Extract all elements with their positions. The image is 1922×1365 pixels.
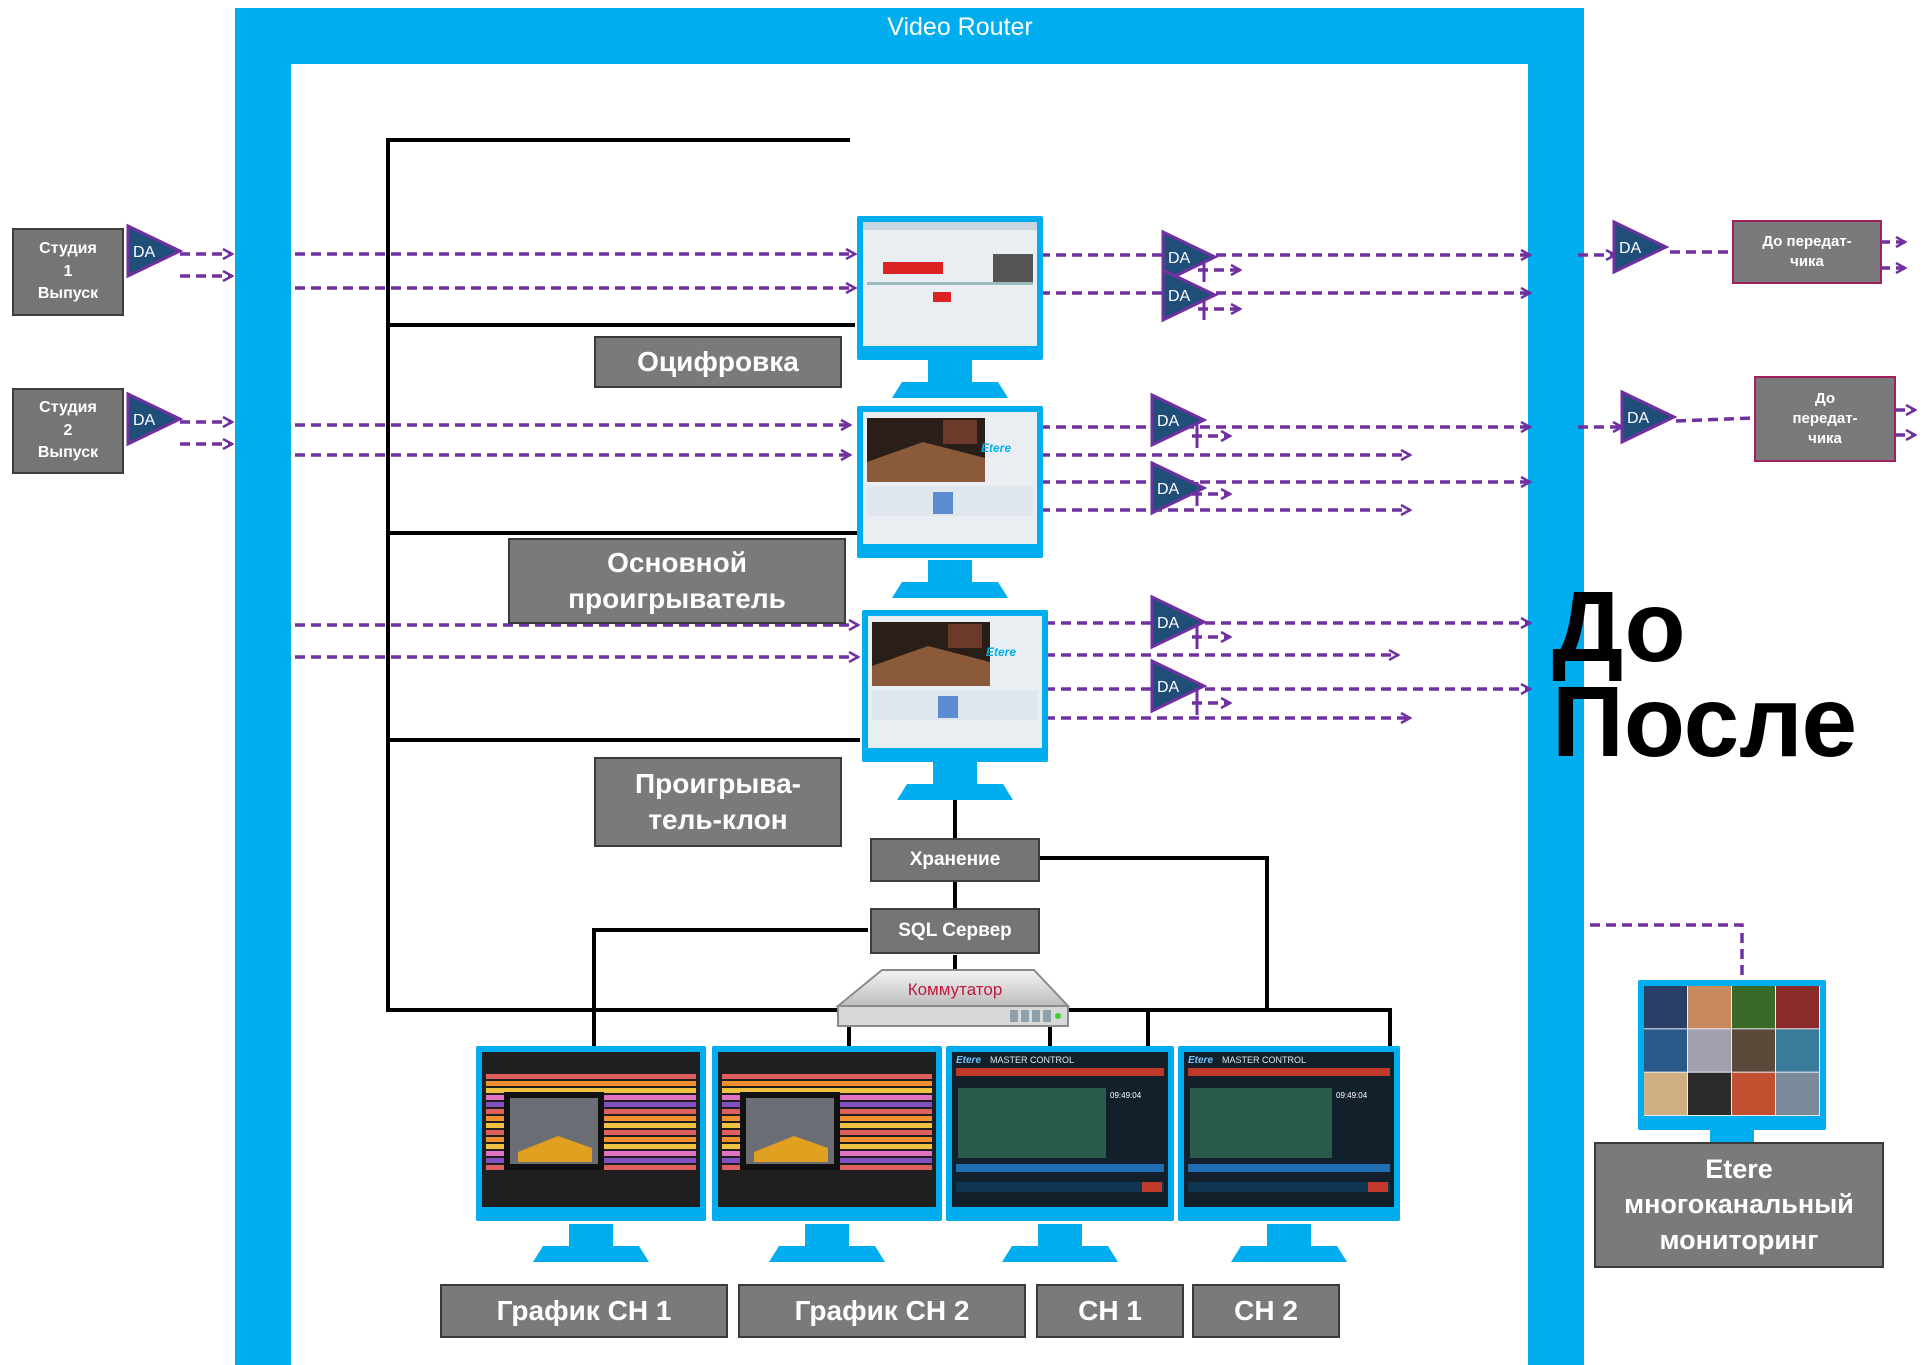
clock-text: 09:49:04: [1336, 1091, 1368, 1100]
da-label: DA: [1168, 288, 1191, 305]
da-label: DA: [1157, 615, 1180, 632]
etere-brand-text: Etere: [1188, 1055, 1213, 1066]
etere-brand-text: Etere: [981, 441, 1011, 455]
da-label: DA: [133, 244, 156, 261]
storage-box: Хранение: [870, 838, 1040, 882]
router-title: Video Router: [887, 13, 1033, 41]
sql-server-box: SQL Сервер: [870, 908, 1040, 954]
main-player-label: Основной проигрыватель: [508, 538, 846, 624]
da-amplifier-5: DA: [1150, 392, 1208, 448]
graphic-ch1-monitor: [476, 1046, 706, 1262]
da-amplifier-4: DA: [1161, 267, 1219, 323]
workstation-label-graphic-ch2: График CH 2: [738, 1284, 1026, 1338]
multichannel-monitoring-screen: [1638, 980, 1826, 1168]
digitize-server-label: Оцифровка: [594, 336, 842, 388]
etere-brand-text: Etere: [986, 645, 1016, 659]
da-amplifier-6: DA: [1150, 460, 1208, 516]
network-bus-lines: [386, 138, 1392, 1048]
clone-player-label: Проигрыва- тель-клон: [594, 757, 842, 847]
ch1-master-control-monitor: Etere MASTER CONTROL 09:49:04: [946, 1046, 1174, 1262]
ch2-master-control-monitor: Etere MASTER CONTROL 09:49:04: [1178, 1046, 1400, 1262]
da-label: DA: [1157, 679, 1180, 696]
da-label: DA: [1168, 250, 1191, 267]
workstation-label-ch1: CH 1: [1036, 1284, 1184, 1338]
da-amplifier-9: DA: [1612, 219, 1670, 275]
da-amplifier-1: DA: [126, 223, 184, 279]
workstation-label-ch2: CH 2: [1192, 1284, 1340, 1338]
studio-1-source: Студия 1 Выпуск: [12, 228, 124, 316]
master-control-title: MASTER CONTROL: [1222, 1055, 1306, 1065]
digitize-server-monitor: [857, 216, 1043, 398]
multichannel-monitoring-label: Etere многоканальный мониторинг: [1594, 1142, 1884, 1268]
switch-label: Коммутатор: [907, 980, 1003, 999]
da-label: DA: [1157, 481, 1180, 498]
da-amplifier-7: DA: [1150, 594, 1208, 650]
network-switch: [835, 969, 1071, 1027]
studio-2-source: Студия 2 Выпуск: [12, 388, 124, 474]
graphic-ch2-monitor: [712, 1046, 942, 1262]
clock-text: 09:49:04: [1110, 1091, 1142, 1100]
workstation-label-graphic-ch1: График CH 1: [440, 1284, 728, 1338]
master-control-title: MASTER CONTROL: [990, 1055, 1074, 1065]
output-1-transmitter: До передат- чика: [1732, 220, 1882, 284]
da-label: DA: [1157, 413, 1180, 430]
da-label: DA: [133, 412, 156, 429]
da-amplifier-2: DA: [126, 391, 184, 447]
overlay-before-after-text: До После: [1552, 571, 1858, 778]
etere-brand-text: Etere: [956, 1055, 981, 1066]
da-label: DA: [1619, 240, 1642, 257]
main-player-monitor: Etere: [857, 406, 1043, 598]
distribution-amplifiers: DA DA DA DA DA DA DA DA DA DA: [126, 219, 1678, 714]
da-label: DA: [1627, 410, 1650, 427]
router-frame: [235, 8, 1584, 1365]
da-amplifier-3: DA: [1161, 229, 1219, 285]
da-amplifier-10: DA: [1620, 389, 1678, 445]
da-amplifier-8: DA: [1150, 658, 1208, 714]
clone-player-monitor: Etere: [862, 610, 1048, 800]
output-2-transmitter: До передат- чика: [1754, 376, 1896, 462]
